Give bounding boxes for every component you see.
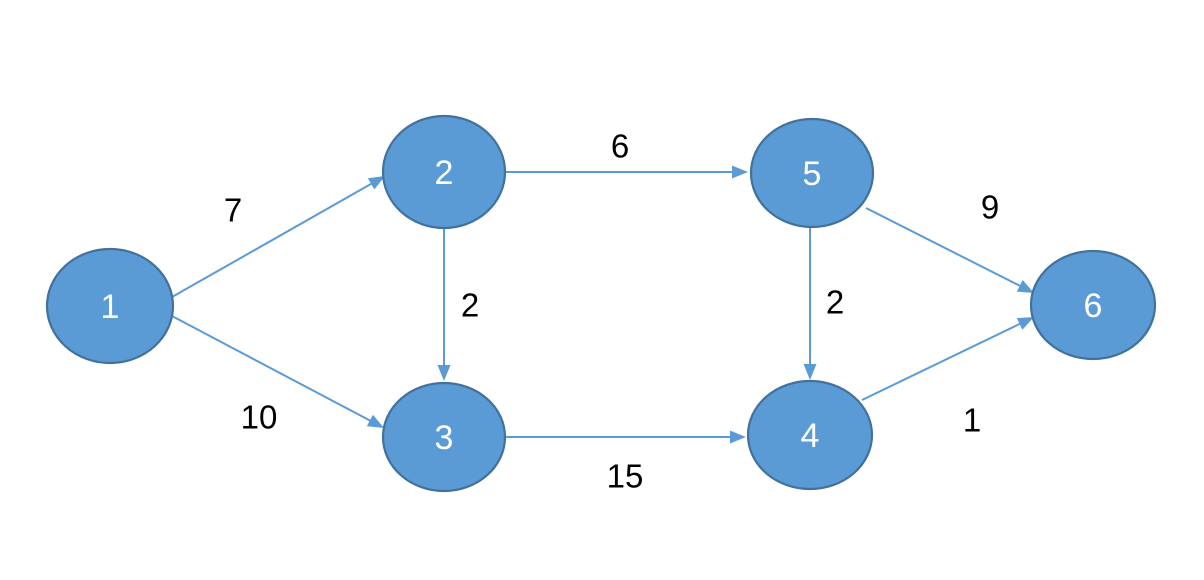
edge-arrowhead-icon [730,430,746,444]
node-label: 5 [803,155,822,193]
node-2[interactable]: 2 [381,114,507,230]
edge-weight-label: 2 [826,284,844,321]
node-6[interactable]: 6 [1029,249,1157,361]
edge-weight-label: 7 [224,192,242,229]
node-ellipse[interactable] [381,381,507,493]
edge-arrowhead-icon [366,414,384,428]
edge-line [171,181,375,298]
edge-2-to-3 [437,229,451,381]
edge-5-to-4 [803,228,817,380]
edge-arrowhead-icon [803,364,817,380]
edge-arrowhead-icon [732,165,748,179]
edge-5-to-6 [865,207,1034,293]
node-label: 1 [101,288,120,326]
edge-weight-label: 9 [981,189,999,226]
edge-weight-label: 6 [611,128,629,165]
node-label: 6 [1084,287,1103,325]
edge-1-to-3 [171,315,384,428]
edge-arrowhead-icon [367,176,385,190]
edge-weight-label: 10 [241,399,278,436]
node-ellipse[interactable] [749,117,875,229]
edge-arrowhead-icon [437,365,451,381]
edge-weight-label: 1 [963,402,981,439]
node-4[interactable]: 4 [746,379,874,491]
node-ellipse[interactable] [746,379,874,491]
edge-line [861,321,1023,401]
edge-1-to-2 [171,176,385,298]
edge-line [171,315,373,423]
edge-2-to-5 [506,165,748,179]
node-3[interactable]: 3 [381,381,507,493]
node-label: 3 [435,419,454,457]
node-label: 4 [801,417,820,455]
node-ellipse[interactable] [381,114,507,230]
edges-layer [171,165,1034,444]
edge-weight-label: 15 [607,458,644,495]
node-ellipse[interactable] [1029,249,1157,361]
node-label: 2 [435,154,454,192]
edge-line [865,207,1023,289]
node-5[interactable]: 5 [749,117,875,229]
edge-arrowhead-icon [1016,279,1034,293]
edge-3-to-4 [506,430,746,444]
edge-weight-label: 2 [461,287,479,324]
node-1[interactable]: 1 [45,247,175,365]
nodes-layer: 1 2 3 4 5 6 [45,114,1157,493]
edge-arrowhead-icon [1016,317,1034,330]
edge-labels-layer: 7 10 6 2 15 2 9 1 [224,128,999,495]
node-ellipse[interactable] [45,247,175,365]
edge-4-to-6 [861,317,1034,401]
